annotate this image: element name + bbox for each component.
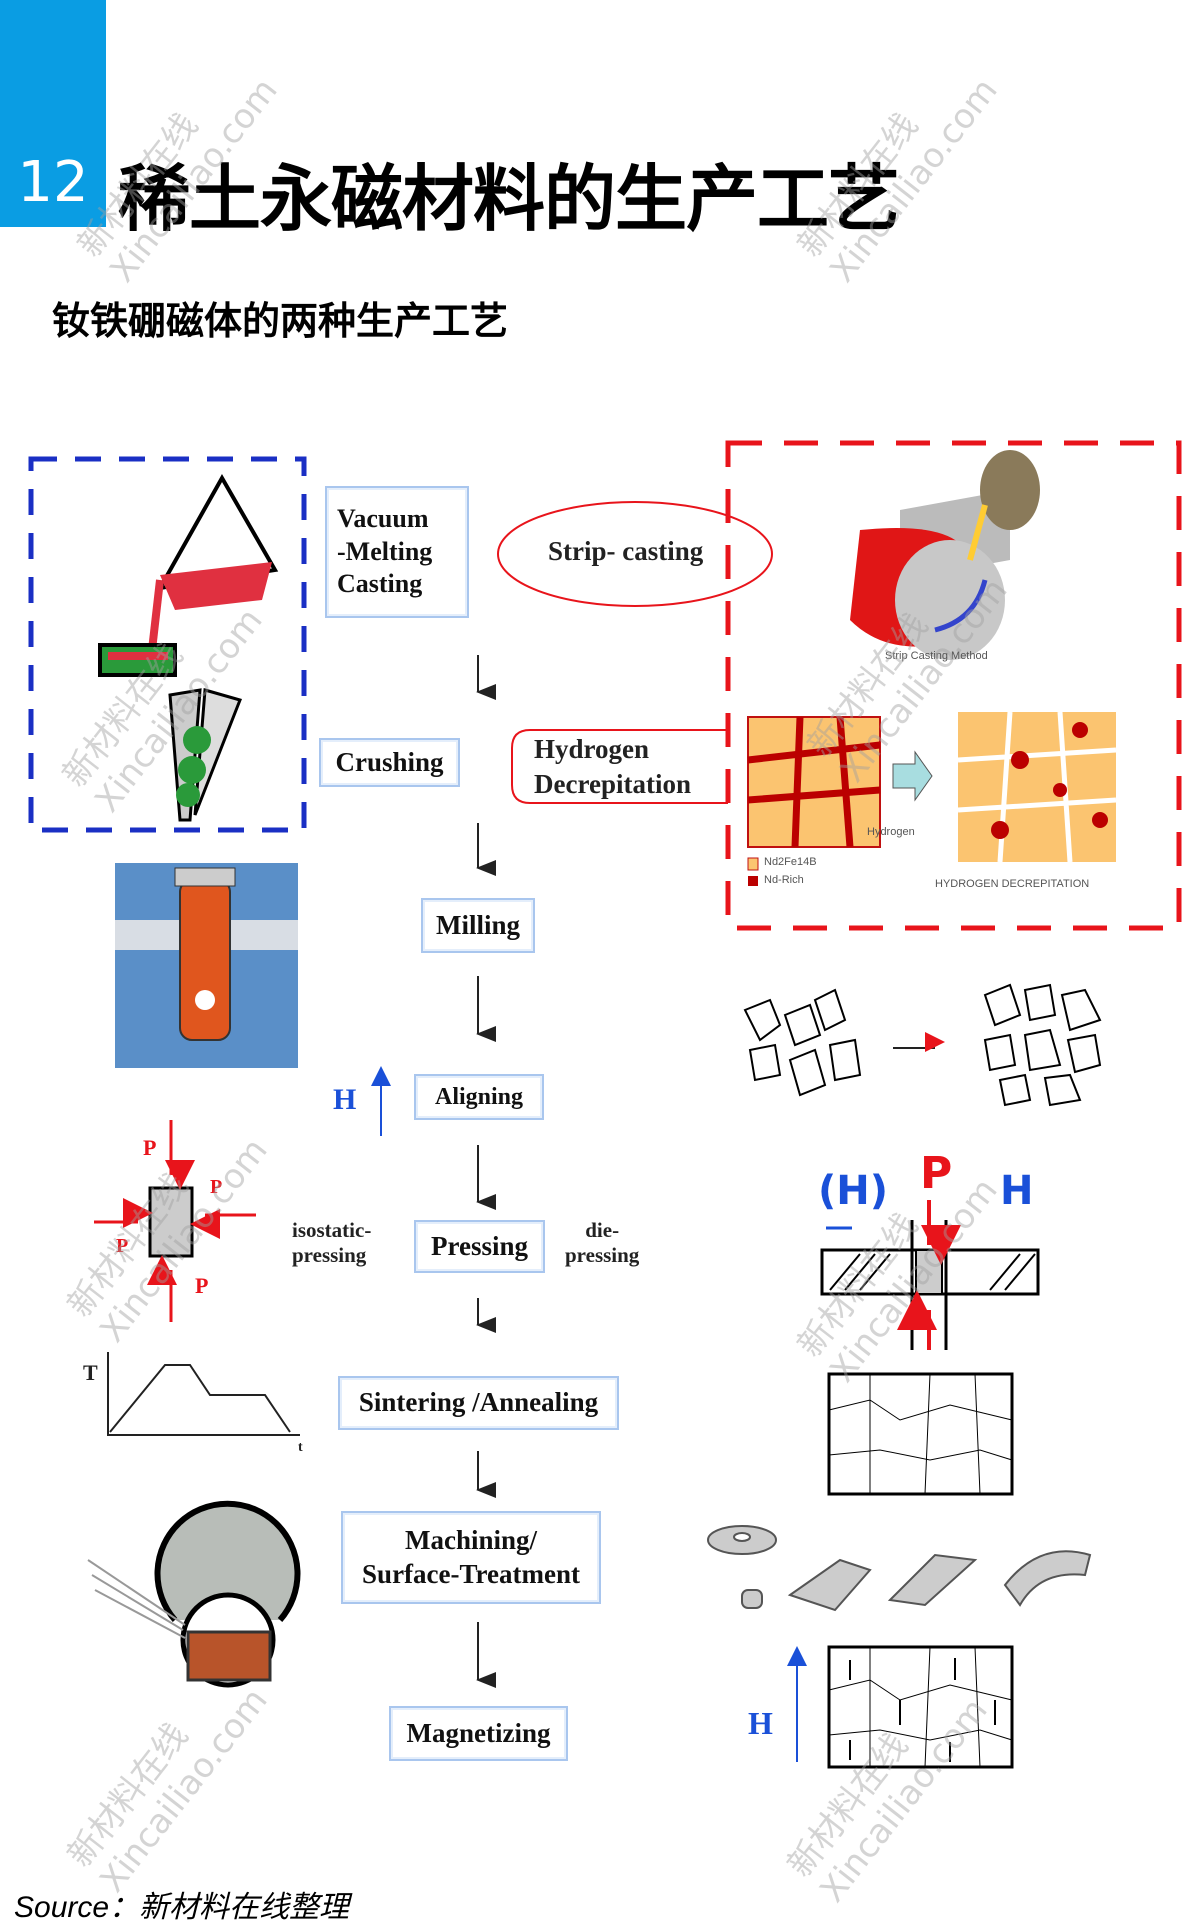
isostatic-pressing-illustration (94, 1120, 256, 1322)
temperature-axis-label: T (83, 1360, 98, 1385)
step-vacuum-melting: Vacuum -Melting Casting (325, 486, 469, 618)
field-h-paren-label: (H) (818, 1168, 889, 1214)
step-sintering: Sintering /Annealing (338, 1376, 619, 1430)
ingot-route-box (28, 456, 307, 833)
isostatic-pressing-label: isostatic- pressing (292, 1218, 372, 1268)
ingot-microstructure-cube (747, 716, 881, 848)
decrepitated-cube (957, 711, 1117, 863)
decrepitation-caption: HYDROGEN DECREPITATION (935, 878, 1090, 890)
step-milling: Milling (421, 898, 535, 953)
pressure-p-label: P (143, 1135, 157, 1160)
die-pressing-label: die- pressing (565, 1218, 640, 1268)
legend-swatch-rich (748, 876, 758, 886)
legend-swatch-phase (747, 857, 759, 871)
strip-casting-caption: Strip Casting Method (885, 650, 988, 662)
sintered-microstructure (827, 1372, 1014, 1496)
step-pressing: Pressing (414, 1220, 545, 1273)
hydrogen-bracket (511, 729, 728, 804)
legend-rich-label: Nd-Rich (764, 874, 804, 886)
step-machining: Machining/ Surface-Treatment (341, 1511, 601, 1604)
press-p-label: P (920, 1148, 953, 1199)
page-subtitle: 钕铁硼磁体的两种生产工艺 (52, 299, 509, 343)
field-h-label: H (1000, 1168, 1034, 1214)
step-magnetizing: Magnetizing (389, 1706, 568, 1761)
powder-grains-aligned (983, 983, 1102, 1107)
section-number: 12 (17, 150, 89, 215)
grinding-wheel-illustration (87, 1500, 301, 1688)
crusher-illustration (168, 688, 242, 822)
jet-mill-illustration (115, 863, 298, 1068)
field-h-label: H (333, 1083, 357, 1116)
section-number-block (0, 0, 106, 227)
field-h-label: H (748, 1705, 773, 1741)
legend-phase-label: Nd2Fe14B (764, 856, 817, 868)
hydrogen-arrow-icon (892, 750, 933, 802)
pressure-p-label: P (210, 1176, 223, 1198)
page-title: 稀土永磁材料的生产工艺 (118, 157, 900, 241)
time-axis-label: t (298, 1440, 303, 1455)
powder-grains-random (743, 988, 862, 1097)
strip-casting-ellipse (497, 501, 773, 607)
step-crushing: Crushing (319, 738, 460, 787)
strip-casting-machine (850, 450, 1040, 660)
source-note: Source：新材料在线整理 (14, 1891, 350, 1924)
hydrogen-caption: Hydrogen (867, 826, 915, 838)
sintering-profile-graph (107, 1352, 300, 1436)
strip-route-box (725, 440, 1182, 931)
magnetized-microstructure (827, 1645, 1014, 1769)
crucible-illustration (98, 473, 279, 677)
die-press-illustration (820, 1200, 1040, 1350)
step-aligning: Aligning (414, 1074, 544, 1120)
step-strip-casting: Strip- casting (548, 536, 704, 566)
step-hydrogen-decrepitation: Hydrogen Decrepitation (534, 734, 691, 800)
finished-magnet-shapes (707, 1525, 1092, 1612)
pressure-p-label: P (116, 1235, 129, 1257)
pressure-p-label: P (195, 1273, 209, 1298)
